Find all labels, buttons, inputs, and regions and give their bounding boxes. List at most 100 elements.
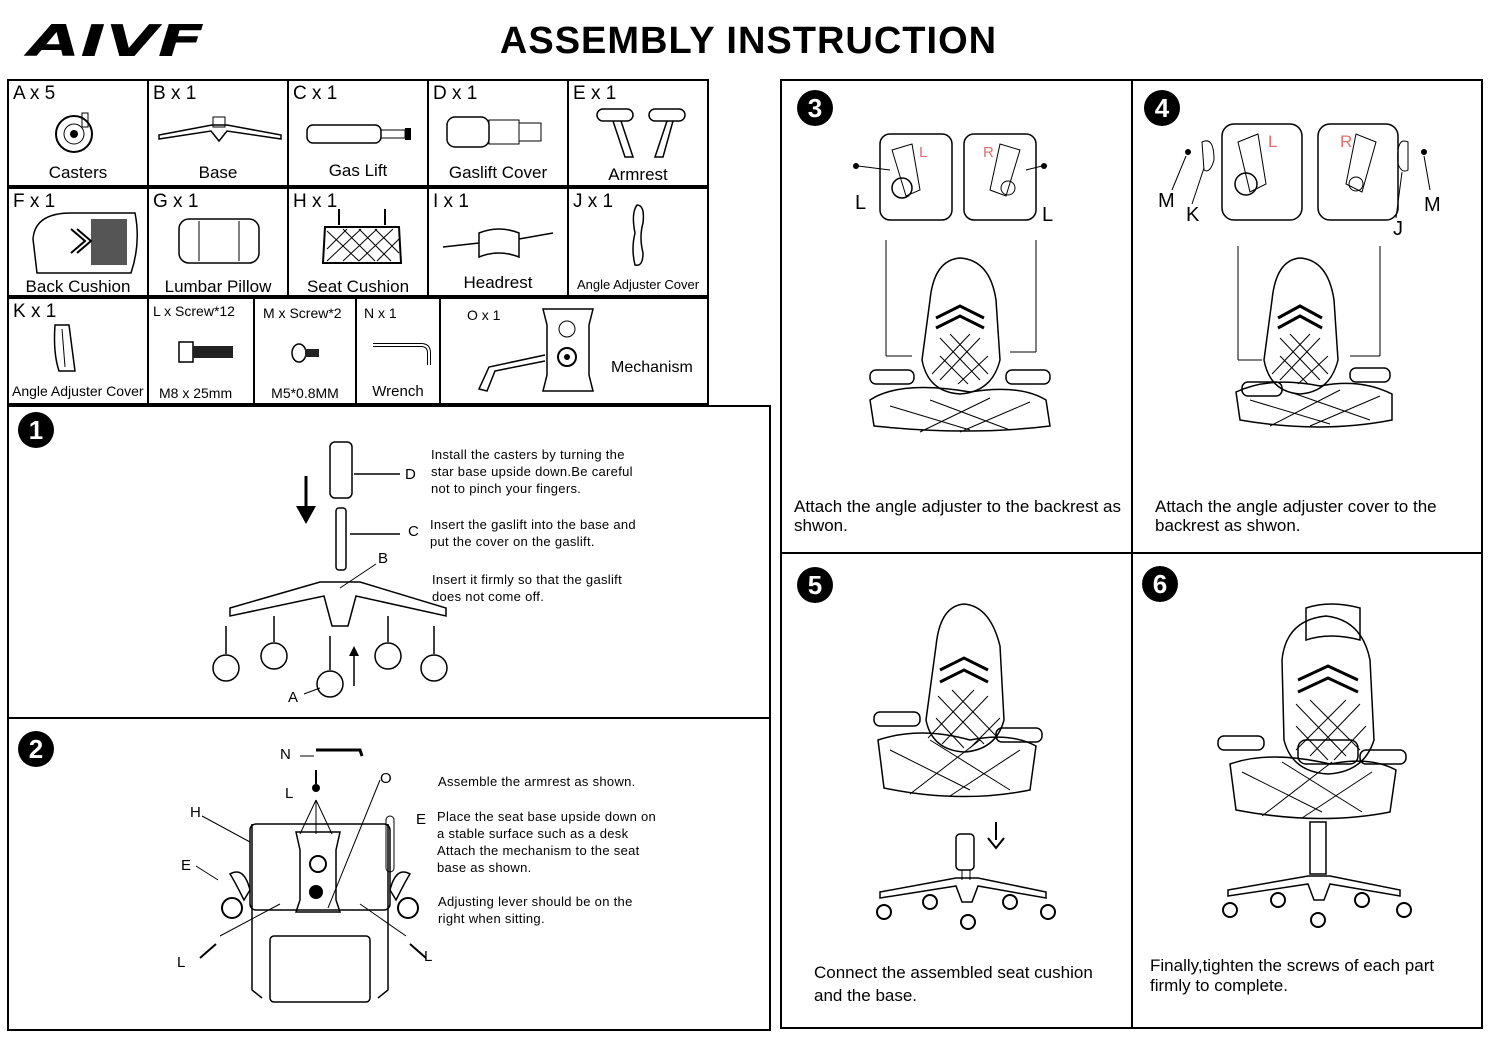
label-l: L [1042,204,1054,226]
part-name: Gaslift Cover [448,163,548,182]
seat-cushion-icon [321,209,403,264]
step-2-note: Assemble the armrest as shown. [438,774,636,789]
part-e: E x 1 Armrest [567,79,709,187]
part-id: H x 1 [293,191,338,212]
label-l: L [285,785,294,802]
label-l: L [855,192,867,214]
headrest-icon [442,228,554,259]
step-number: 4 [1144,90,1180,126]
step-6-caption: Finally,tighten the screws of each part … [1150,956,1435,995]
part-name: Angle Adjuster Cover [576,277,700,292]
step-1-note: Install the casters by turning the star … [431,447,633,496]
angle-adjuster-cover-icon [632,204,645,266]
part-g: G x 1 Lumbar Pillow [147,187,289,297]
wrench-icon [373,343,431,365]
part-id: J x 1 [573,191,614,212]
step-5-caption: Connect the assembled seat cushion and t… [814,963,1093,1005]
step-4-caption: Attach the angle adjuster cover to the b… [1155,497,1437,535]
part-id: F x 1 [13,191,56,212]
back-cushion-icon [32,212,138,274]
part-id: D x 1 [433,83,478,104]
label-n: N [280,746,291,763]
step-4-diagram [1171,123,1431,428]
part-c: C x 1 Gas Lift [287,79,429,187]
step-5-diagram [873,603,1056,930]
part-name: Casters [48,163,108,182]
part-l: L x Screw*12 M8 x 25mm [147,297,255,405]
part-n: N x 1 Wrench [355,297,441,405]
label-l: L [424,948,433,965]
part-m: M x Screw*2 M5*0.8MM [253,297,357,405]
part-k: K x 1 Angle Adjuster Cover [7,297,149,405]
label-e: E [416,811,427,828]
part-name: Wrench [372,383,424,400]
step-number: 6 [1142,566,1178,602]
step-3-caption: Attach the angle adjuster to the backres… [794,497,1121,535]
step-number: 3 [797,90,833,126]
part-name: Lumbar Pillow [164,277,272,296]
brand-logo: AIVF [23,16,204,67]
label-l: L [177,954,186,971]
part-d: D x 1 Gaslift Cover [427,79,569,187]
step-number: 5 [797,567,833,603]
label-right: R [983,144,994,161]
part-name: Back Cushion [25,277,131,296]
part-i: I x 1 Headrest [427,187,569,297]
step-6-panel [1131,552,1483,1029]
part-name: Mechanism [611,359,693,376]
part-id: C x 1 [293,83,338,104]
part-id: A x 5 [13,83,56,104]
casters-icon [55,112,93,153]
step-3-diagram [853,133,1051,433]
label-d: D [405,466,416,483]
page-title: ASSEMBLY INSTRUCTION [499,20,998,62]
part-j: J x 1 Angle Adjuster Cover [567,187,709,297]
step-2-note: Place the seat base upside down on a sta… [437,809,657,875]
step-2-panel [7,717,771,1031]
mechanism-icon [477,308,594,392]
label-left: L [1268,132,1278,151]
part-id: I x 1 [433,191,469,212]
label-b: B [378,550,389,567]
part-id: B x 1 [153,83,197,104]
part-h: H x 1 Seat Cushion [287,187,429,297]
part-id: E x 1 [573,83,617,104]
gaslift-cover-icon [446,116,542,148]
part-id: N x 1 [364,305,397,321]
svg-text:AIVF: AIVF [23,16,204,67]
part-id: O x 1 [467,307,501,323]
label-left: L [919,144,928,161]
label-o: O [380,770,392,787]
part-a: A x 5 Casters [7,79,149,187]
part-id: M x Screw*2 [263,305,342,321]
part-name: Headrest [463,273,533,292]
angle-adjuster-cover-icon [53,324,76,372]
step-number: 2 [18,731,54,767]
part-name: Angle Adjuster Cover [12,383,144,399]
armrest-icon [596,108,686,158]
screw-icon [178,341,233,363]
part-name: Seat Cushion [306,277,410,296]
part-b: B x 1 Base [147,79,289,187]
label-m: M [1424,194,1441,216]
step-1-note: Insert it firmly so that the gaslift doe… [432,572,622,604]
step-1-diagram [212,441,448,698]
label-j: J [1393,218,1403,240]
part-name: Base [198,163,238,182]
label-a: A [288,689,299,706]
label-m: M [1158,190,1175,212]
step-2-diagram [195,748,427,1003]
base-icon [158,116,282,143]
screw-icon [291,343,319,363]
part-name: Armrest [608,165,668,184]
part-name: Gas Lift [328,161,388,180]
step-2-note: Adjusting lever should be on the right w… [438,894,633,926]
gas-lift-icon [306,124,411,144]
part-name: M8 x 25mm [159,385,233,401]
step-number: 1 [18,412,54,448]
part-id: K x 1 [13,301,57,322]
part-f: F x 1 Back Cushion [7,187,149,297]
step-1-note: Insert the gaslift into the base and put… [430,517,636,549]
part-name: M5*0.8MM [271,385,339,401]
part-id: L x Screw*12 [153,303,235,319]
